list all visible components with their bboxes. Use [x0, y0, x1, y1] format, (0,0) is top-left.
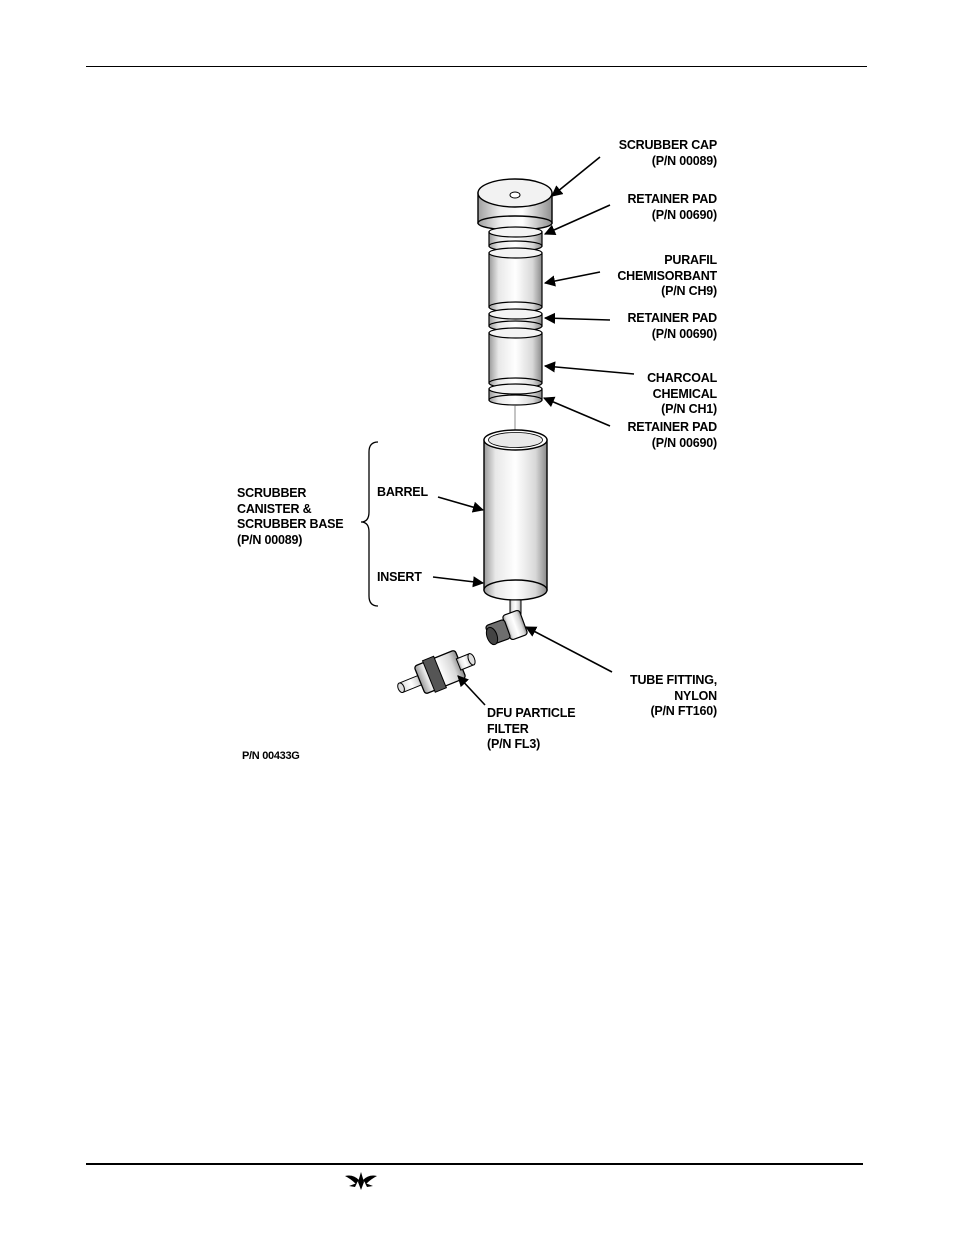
tube-fitting-part: [484, 600, 528, 646]
scrubber-cap-part: [478, 179, 552, 230]
arrow-dfu-filter: [458, 676, 485, 705]
label-insert: INSERT: [377, 570, 422, 586]
label-scrubber-cap: SCRUBBER CAP(P/N 00089): [619, 138, 717, 169]
label-retainer-pad-1: RETAINER PAD(P/N 00690): [627, 192, 717, 223]
arrow-retainer-pad-3: [544, 398, 610, 426]
arrow-retainer-pad-2: [545, 318, 610, 320]
arrow-purafil: [545, 272, 600, 283]
retainer-pad-3-part: [489, 384, 542, 405]
arrow-retainer-pad-1: [545, 205, 610, 234]
barrel-part: [484, 430, 547, 600]
arrow-insert: [433, 577, 483, 583]
purafil-chemisorbant-part: [489, 248, 542, 312]
label-retainer-pad-3: RETAINER PAD(P/N 00690): [627, 420, 717, 451]
arrow-tube-fitting: [526, 627, 612, 672]
footer-rule: [86, 1163, 863, 1165]
arrow-charcoal: [545, 366, 634, 374]
charcoal-chemical-part: [489, 328, 542, 388]
teledyne-logo-icon: [343, 1170, 379, 1192]
label-barrel: BARREL: [377, 485, 428, 501]
arrow-scrubber-cap: [552, 157, 600, 196]
label-tube-fitting: TUBE FITTING,NYLON(P/N FT160): [630, 673, 717, 720]
arrow-barrel: [438, 497, 483, 510]
figure-part-number: P/N 00433G: [242, 750, 300, 762]
dfu-particle-filter-part: [392, 642, 481, 704]
canister-brace: [361, 442, 378, 606]
label-retainer-pad-2: RETAINER PAD(P/N 00690): [627, 311, 717, 342]
